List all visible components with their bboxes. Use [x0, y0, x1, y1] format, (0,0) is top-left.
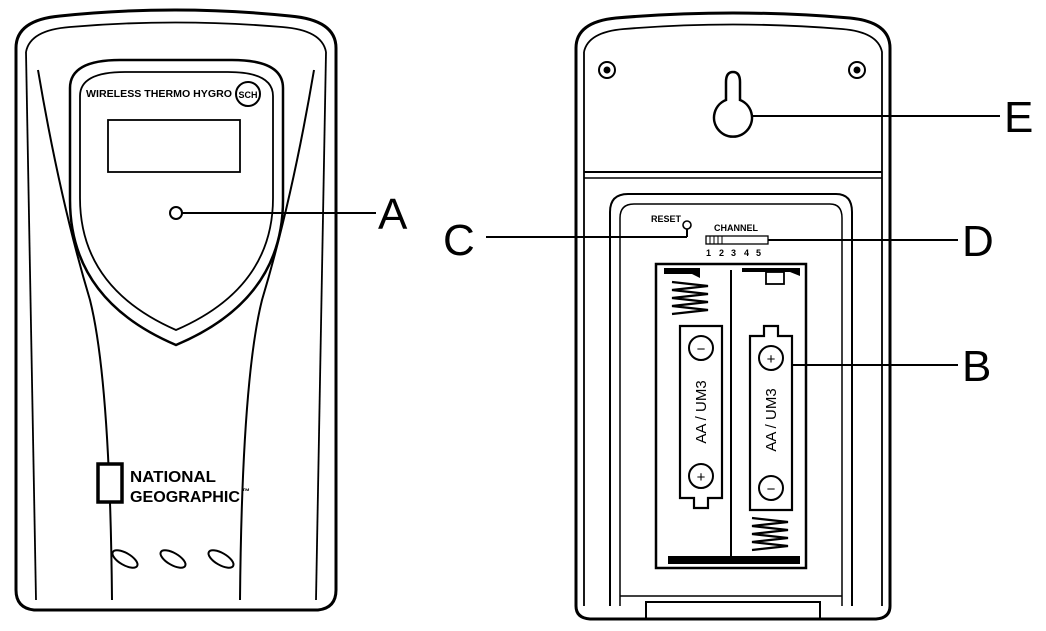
channel-switch[interactable] — [705, 235, 769, 245]
display-shield-inner — [79, 71, 274, 331]
back-view: RESET CHANNEL 1 2 3 4 5 − AA / UM3 + — [574, 11, 892, 621]
channel-number-5: 5 — [756, 248, 761, 258]
battery-2-minus-symbol: − — [767, 481, 776, 498]
battery-1-plus-symbol: + — [697, 469, 706, 486]
reset-label: RESET — [651, 214, 682, 224]
battery-cell-1 — [678, 324, 724, 510]
battery-bay-inner — [619, 203, 843, 606]
battery-2-plus-icon — [758, 345, 784, 371]
battery-2-minus-icon — [758, 475, 784, 501]
callout-d-label: D — [962, 217, 994, 266]
channel-number-1: 1 — [706, 248, 711, 258]
channel-number-2: 2 — [719, 248, 724, 258]
front-contour-right — [239, 69, 315, 601]
keyhole-hanger-icon — [712, 70, 754, 138]
battery-contact-top — [765, 271, 785, 285]
lcd-window — [107, 119, 241, 173]
front-side-left — [25, 51, 37, 601]
battery-2-plus-symbol: + — [767, 351, 776, 368]
channel-number-4: 4 — [744, 248, 749, 258]
brand-line-1: NATIONAL — [130, 469, 216, 486]
battery-clip-top-left — [664, 268, 700, 278]
battery-1-minus-icon — [688, 335, 714, 361]
vent-slot-icon — [111, 549, 139, 569]
vent-slot-icon — [207, 549, 235, 569]
channel-number-3: 3 — [731, 248, 736, 258]
national-geographic-logo-icon — [96, 462, 124, 504]
brand-trademark: ™ — [242, 487, 250, 496]
led-indicator-icon — [169, 206, 183, 220]
front-housing-outline — [14, 8, 338, 612]
battery-1-label: AA / UM3 — [693, 380, 710, 443]
battery-2-label: AA / UM3 — [763, 388, 780, 451]
callout-c-label: C — [443, 216, 475, 265]
channel-label: CHANNEL — [714, 223, 759, 233]
battery-1-minus-symbol: − — [697, 341, 706, 358]
callout-b-label: B — [962, 342, 991, 391]
front-title-text: WIRELESS THERMO HYGRO — [86, 88, 232, 100]
front-contour-left — [37, 69, 113, 601]
screw-right-icon — [848, 61, 866, 79]
channel-switch-ticks — [709, 236, 723, 244]
display-shield-outer — [68, 58, 285, 347]
battery-bay-frame — [609, 193, 853, 606]
front-badge-icon — [235, 81, 261, 107]
battery-1-plus-icon — [688, 463, 714, 489]
back-housing-inner — [583, 23, 883, 606]
spring-bottom-icon — [751, 516, 789, 552]
battery-door-tab — [645, 601, 821, 619]
callouts: A C D B E — [182, 93, 1033, 391]
brand-line-2: GEOGRAPHIC — [130, 489, 240, 506]
screw-left-icon — [598, 61, 616, 79]
vent-slots — [111, 549, 235, 569]
reset-button[interactable] — [682, 220, 692, 230]
vent-slot-icon — [159, 549, 187, 569]
battery-cell-2 — [748, 324, 794, 512]
callout-e-label: E — [1004, 93, 1033, 142]
front-view: WIRELESS THERMO HYGRO SCH NATIONAL GEOGR… — [14, 8, 338, 612]
callout-a-label: A — [378, 190, 408, 239]
front-badge-text: SCH — [238, 90, 257, 100]
battery-clip-bottom — [668, 556, 800, 564]
spring-top-icon — [671, 280, 709, 316]
back-housing-outline — [574, 11, 892, 621]
front-housing-inner — [25, 21, 327, 53]
front-side-right — [315, 51, 327, 601]
